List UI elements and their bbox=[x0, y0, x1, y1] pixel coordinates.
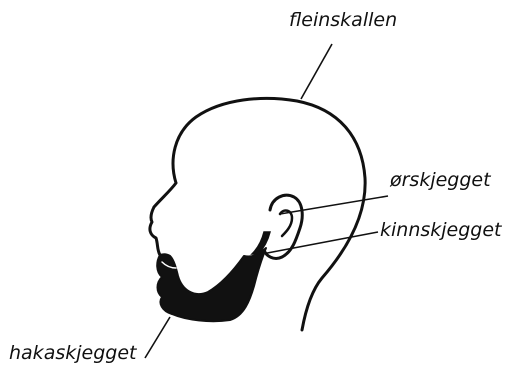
ear-outline bbox=[264, 195, 302, 258]
label-cheek-beard: kinnskjegget bbox=[380, 221, 502, 240]
chin-beard-shape bbox=[157, 248, 266, 321]
leader-line-top bbox=[301, 44, 332, 99]
label-ear-beard: ørskjegget bbox=[390, 171, 491, 190]
label-chin-beard: hakaskjegget bbox=[9, 344, 136, 363]
leader-line-cheek bbox=[262, 232, 378, 254]
sideburn-shape bbox=[252, 232, 270, 254]
leader-line-chin bbox=[145, 317, 170, 358]
label-top-of-head: fleinskallen bbox=[289, 11, 397, 30]
